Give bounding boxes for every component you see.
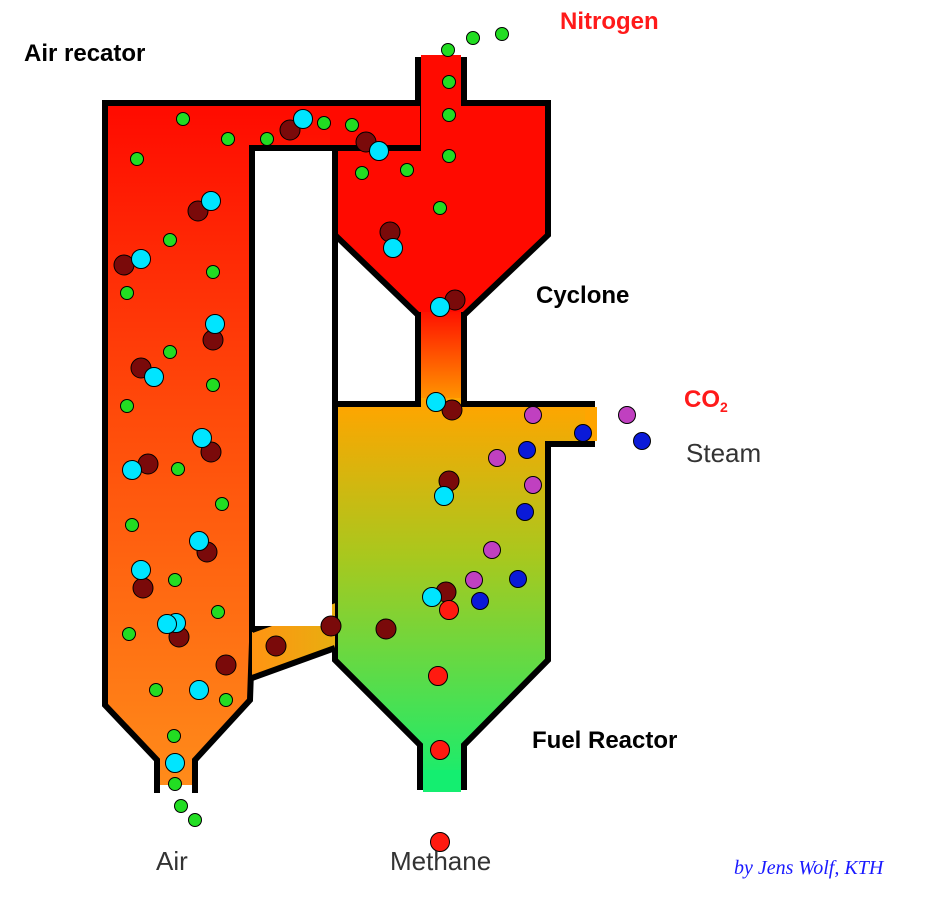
nitrogen-particle [441,43,455,57]
methane-particle [428,666,448,686]
nitrogen-particle [260,132,274,146]
nitrogen-particle [168,573,182,587]
oxidized-carrier-particle [426,392,446,412]
reduced-carrier-particle [320,615,342,637]
steam-particle [509,570,527,588]
nitrogen-particle [442,75,456,89]
steam-particle [471,592,489,610]
nitrogen-particle [400,163,414,177]
air-reactor-label: Air recator [24,40,146,67]
oxidized-carrier-particle [192,428,212,448]
steam-label: Steam [686,438,762,468]
co2-label: CO2 [684,386,728,415]
oxidized-carrier-particle [131,249,151,269]
nitrogen-particle [442,108,456,122]
oxidized-carrier-particle [157,614,177,634]
methane-particle [430,740,450,760]
cyclone-vessel [332,57,551,318]
reduced-carrier-particle [375,618,397,640]
co2-particle [465,571,483,589]
particles-layer [113,27,651,852]
oxidized-carrier-particle [165,753,185,773]
cyclone-label: Cyclone [536,282,630,309]
nitrogen-particle [215,497,229,511]
standpipe [418,312,464,406]
oxidized-carrier-particle [383,238,403,258]
oxidized-carrier-particle [205,314,225,334]
co2-particle [524,406,542,424]
nitrogen-label: Nitrogen [560,8,659,35]
credit-label: by Jens Wolf, KTH [734,857,884,879]
reduced-carrier-particle [113,254,135,276]
nitrogen-particle [206,265,220,279]
nitrogen-particle [442,149,456,163]
oxidized-carrier-particle [369,141,389,161]
nitrogen-particle [174,799,188,813]
oxidized-carrier-particle [434,486,454,506]
oxidized-carrier-particle [430,297,450,317]
oxidized-carrier-particle [201,191,221,211]
nitrogen-particle [149,683,163,697]
oxidized-carrier-particle [189,680,209,700]
co2-particle [618,406,636,424]
methane-particle [430,832,450,852]
oxidized-carrier-particle [122,460,142,480]
nitrogen-particle [163,345,177,359]
nitrogen-particle [168,777,182,791]
nitrogen-particle [219,693,233,707]
co2-particle [488,449,506,467]
air-label: Air [156,846,188,876]
nitrogen-particle [188,813,202,827]
nitrogen-particle [122,627,136,641]
oxidized-carrier-particle [144,367,164,387]
nitrogen-particle [120,399,134,413]
methane-label: Methane [390,846,492,876]
nitrogen-particle [167,729,181,743]
reduced-carrier-particle [215,654,237,676]
oxidized-carrier-particle [293,109,313,129]
fuel-reactor-label: Fuel Reactor [532,727,678,754]
co2-particle [483,541,501,559]
nitrogen-particle [221,132,235,146]
steam-particle [518,441,536,459]
methane-particle [439,600,459,620]
reduced-carrier-particle [265,635,287,657]
oxidized-carrier-particle [189,531,209,551]
nitrogen-particle [495,27,509,41]
steam-particle [633,432,651,450]
oxidized-carrier-particle [422,587,442,607]
co2-particle [524,476,542,494]
nitrogen-particle [466,31,480,45]
oxidized-carrier-particle [131,560,151,580]
reduced-carrier-particle [132,577,154,599]
nitrogen-particle [120,286,134,300]
co2-label-main: CO [684,386,720,413]
co2-label-sub: 2 [720,399,728,415]
nitrogen-particle [206,378,220,392]
nitrogen-particle [355,166,369,180]
nitrogen-particle [163,233,177,247]
steam-particle [516,503,534,521]
nitrogen-particle [345,118,359,132]
steam-particle [574,424,592,442]
nitrogen-particle [433,201,447,215]
nitrogen-particle [211,605,225,619]
nitrogen-particle [130,152,144,166]
nitrogen-particle [176,112,190,126]
nitrogen-particle [171,462,185,476]
nitrogen-particle [317,116,331,130]
nitrogen-particle [125,518,139,532]
